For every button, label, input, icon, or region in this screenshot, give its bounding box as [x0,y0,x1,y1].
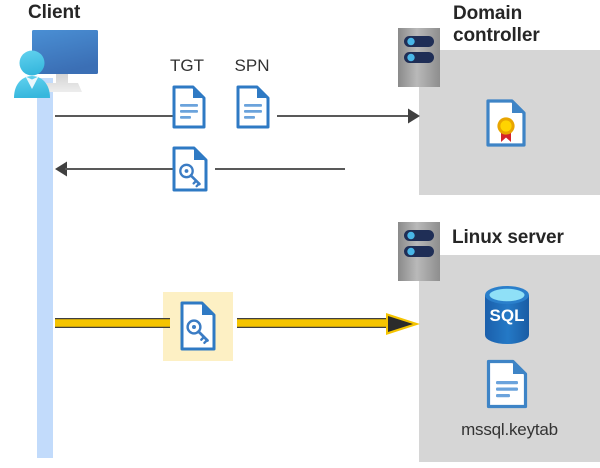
flow-response-arrow [55,160,420,178]
tgt-label: TGT [170,56,204,75]
sql-database-icon: SQL [482,286,532,344]
flow-request-arrow [55,107,420,125]
spn-document-icon [236,85,270,129]
response-key-document-icon [172,146,208,192]
keytab-document-icon [486,359,528,409]
domain-controller-title-line1: Domain [453,3,523,24]
domain-controller-server-icon [398,28,440,87]
client-icon [6,27,102,99]
client-title: Client [28,2,81,23]
linux-server-title: Linux server [452,227,564,248]
spn-label: SPN [234,56,270,75]
certificate-document-icon [486,99,526,147]
keytab-filename-label: mssql.keytab [461,420,558,439]
flow-ticket-arrow [55,313,420,335]
domain-controller-title: Domain controller [453,3,598,48]
domain-controller-title-line2: controller [453,25,540,47]
tgt-document-icon [172,85,206,129]
client-lifeline [37,78,53,458]
sql-label: SQL [490,306,525,325]
ticket-key-document-icon [180,301,216,351]
linux-server-icon [398,222,440,281]
